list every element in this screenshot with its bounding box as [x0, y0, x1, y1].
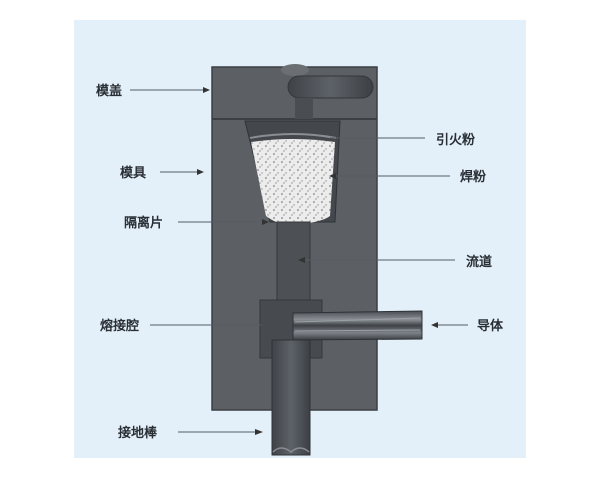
cover-vent-channel: [281, 64, 374, 119]
label-welding-powder: 焊粉: [460, 169, 486, 185]
label-mold: 模具: [120, 165, 146, 181]
ignition-powder-layer: [249, 133, 337, 139]
label-mold-cover: 模盖: [96, 83, 122, 99]
label-conductor: 导体: [477, 318, 504, 334]
label-welding-cavity: 熔接腔: [100, 318, 139, 334]
label-leaders: [130, 87, 468, 435]
ground-rod: [271, 339, 311, 456]
conductor-cable: [292, 310, 423, 341]
runner-channel: [276, 221, 311, 303]
label-ignition-powder: 引火粉: [436, 132, 475, 148]
welding-powder: [251, 139, 335, 224]
label-ground-rod: 接地棒: [118, 425, 158, 441]
label-separator: 隔离片: [124, 215, 163, 231]
label-runner: 流道: [466, 254, 492, 270]
